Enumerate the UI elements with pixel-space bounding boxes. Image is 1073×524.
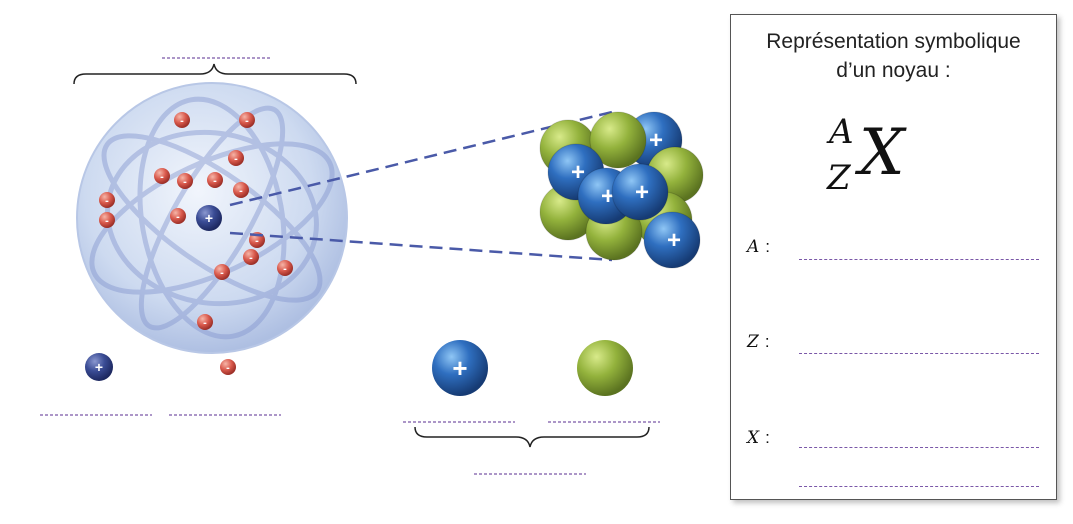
atom-nucleus [196,205,222,231]
electron-sign: - [255,235,259,247]
electron-sign: - [105,195,109,207]
electron: - [197,314,213,330]
field-x-answer-line-2[interactable] [799,486,1039,487]
legend-neutron [577,340,633,396]
electron: - [99,212,115,228]
legend-electron [220,359,236,375]
legend-proton-small [85,353,113,381]
electron-sign: - [105,215,109,227]
legend-electron-sign: - [226,362,230,374]
legend-proton [432,340,488,396]
electron: - [233,182,249,198]
notation-symbol: X [859,116,905,190]
electron-sign: - [220,267,224,279]
electron: - [207,172,223,188]
legend-proton-small-sign: + [95,359,103,375]
electron-sign: - [249,252,253,264]
cluster-proton: + [611,163,669,221]
cluster-proton-sign: + [601,183,615,210]
field-a-label: A: [747,237,770,257]
field-z-letter: Z [747,332,759,352]
electron-sign: - [245,115,249,127]
electron: - [243,249,259,265]
electron-sign: - [180,115,184,127]
atom-nucleus-sign: + [205,210,213,226]
cluster-proton-sign: + [571,159,585,186]
cluster-proton: + [643,211,701,269]
atom-brace [73,63,357,85]
card-title: Représentation symbolique d’un noyau : [731,27,1056,85]
symbolic-representation-card: Représentation symbolique d’un noyau : A… [730,14,1057,500]
legend-proton-sign: + [452,353,467,383]
cluster-proton-sign: + [667,227,681,254]
electron: - [214,264,230,280]
electron-sign: - [239,185,243,197]
electron-sign: - [160,171,164,183]
electron-sign: - [176,211,180,223]
nucleus-cluster: +++++ [539,111,704,269]
field-a-letter: A [747,237,760,257]
field-z-answer-line[interactable] [799,353,1039,354]
field-x-label: X: [747,428,770,448]
cluster-proton-sign: + [635,179,649,206]
field-z-label: Z: [747,332,770,352]
nuclide-notation: A Z X [819,105,939,215]
zoom-line-bottom [229,231,613,262]
zoom-line-top [229,110,613,207]
electron: - [170,208,186,224]
card-title-line-1: Représentation symbolique [766,30,1021,53]
field-x-letter: X [747,428,760,448]
field-a-answer-line[interactable] [799,259,1039,260]
field-x-answer-line-1[interactable] [799,447,1039,448]
cluster-proton-sign: + [649,127,663,154]
electron-sign: - [283,263,287,275]
electron: - [174,112,190,128]
notation-atomic-number: Z [827,158,851,198]
cluster-neutron [589,111,647,169]
nucleons-brace [414,426,650,448]
field-z-colon: : [764,332,770,351]
electron: - [228,150,244,166]
field-x-colon: : [765,428,770,447]
notation-mass-number: A [829,112,854,152]
electron: - [99,192,115,208]
card-title-line-2: d’un noyau : [836,59,951,82]
electrons: --------------- [99,112,293,330]
electron-sign: - [213,175,217,187]
electron: - [239,112,255,128]
electron-sign: - [203,317,207,329]
field-a-colon: : [765,237,771,256]
electron-sign: - [234,153,238,165]
electron: - [177,173,193,189]
electron-sign: - [183,176,187,188]
electron: - [277,260,293,276]
electron: - [154,168,170,184]
